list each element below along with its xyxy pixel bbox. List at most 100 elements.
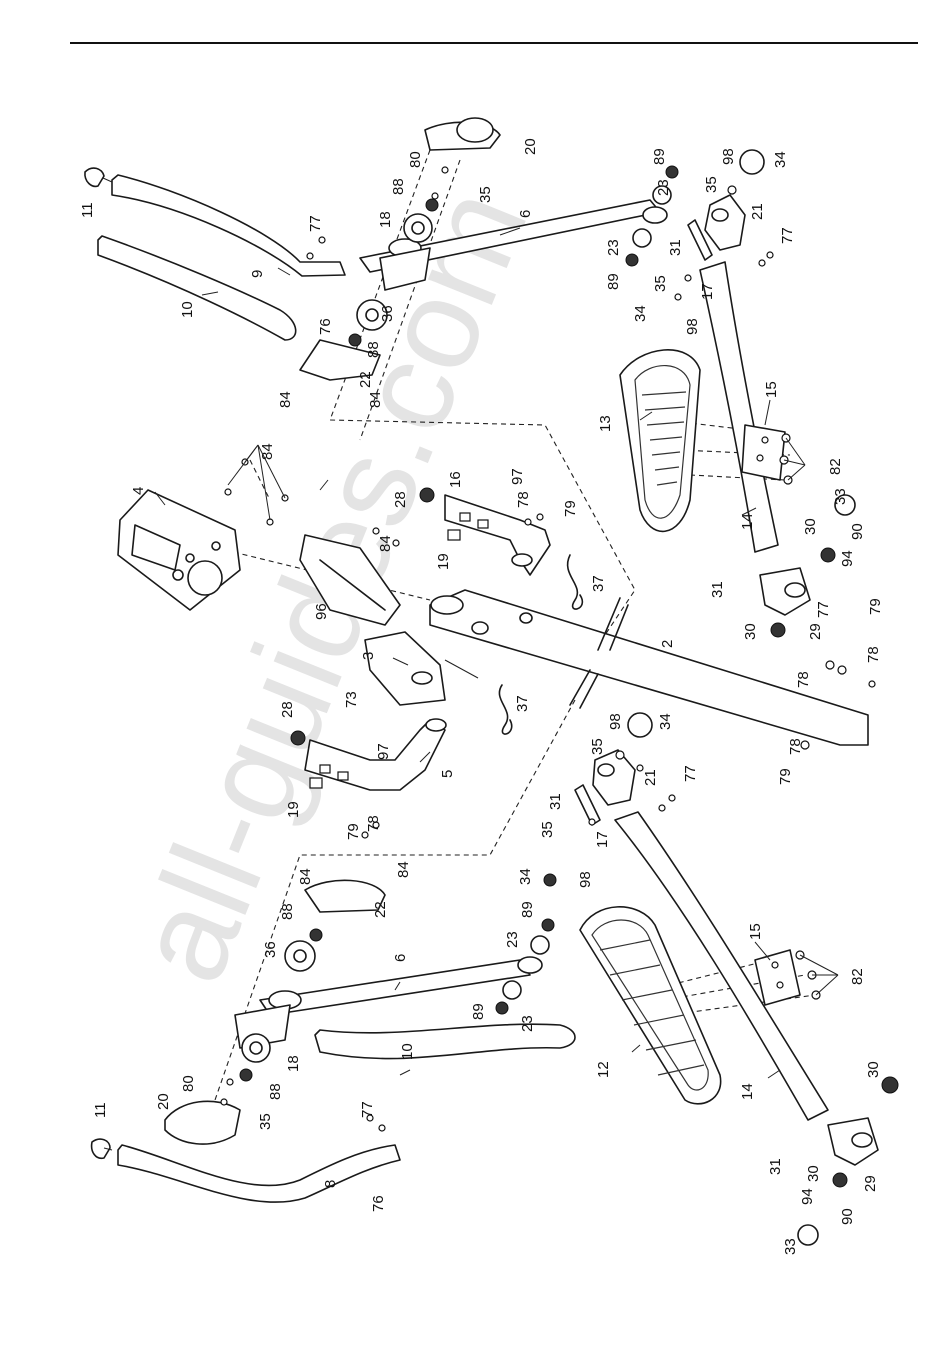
label-88-b: 88 xyxy=(365,341,382,358)
label-30-a: 30 xyxy=(802,518,819,535)
label-89-d: 89 xyxy=(470,1003,487,1020)
label-8: 8 xyxy=(322,1180,339,1188)
label-78-e: 78 xyxy=(365,815,382,832)
label-6-top: 6 xyxy=(517,210,534,218)
label-76-bottom: 76 xyxy=(370,1195,387,1212)
label-16: 16 xyxy=(447,471,464,488)
label-18-top: 18 xyxy=(377,211,394,228)
label-10-bottom: 10 xyxy=(399,1043,416,1060)
label-77-b: 77 xyxy=(779,227,796,244)
label-23-a: 23 xyxy=(655,179,672,196)
upper-brackets xyxy=(741,424,856,638)
lower-pedal-arm xyxy=(543,712,829,1121)
label-35-c: 35 xyxy=(652,275,669,292)
label-17-top: 17 xyxy=(699,283,716,300)
label-35-e: 35 xyxy=(539,821,556,838)
label-37-bottom: 37 xyxy=(514,695,531,712)
label-35-a: 35 xyxy=(477,186,494,203)
label-98-b: 98 xyxy=(684,318,701,335)
label-35-f: 35 xyxy=(257,1113,274,1130)
end-cap-28-top xyxy=(419,487,435,503)
main-frame xyxy=(429,589,869,746)
label-84-d: 84 xyxy=(377,535,394,552)
label-28-top: 28 xyxy=(392,491,409,508)
wire-harness xyxy=(498,554,584,735)
label-88-d: 88 xyxy=(267,1083,284,1100)
label-22-bottom: 22 xyxy=(372,901,389,918)
label-96: 96 xyxy=(313,603,330,620)
label-84-a: 84 xyxy=(277,391,294,408)
label-31-a: 31 xyxy=(667,239,684,256)
label-2: 2 xyxy=(659,640,676,648)
upper-pedal-arm xyxy=(687,149,779,553)
label-33-top: 33 xyxy=(832,488,849,505)
label-31-c: 31 xyxy=(547,793,564,810)
label-76-top: 76 xyxy=(317,318,334,335)
label-34-d: 34 xyxy=(517,868,534,885)
fasteners xyxy=(220,166,876,1132)
label-82-top: 82 xyxy=(827,458,844,475)
console xyxy=(117,489,241,611)
label-23-d: 23 xyxy=(519,1015,536,1032)
label-77-e: 77 xyxy=(359,1101,376,1118)
label-79-a: 79 xyxy=(562,500,579,517)
label-94-top: 94 xyxy=(839,550,856,567)
label-19-bottom: 19 xyxy=(285,801,302,818)
lower-arm-assembly xyxy=(90,879,576,1203)
label-21-bottom: 21 xyxy=(642,769,659,786)
label-78-b: 78 xyxy=(865,646,882,663)
label-34-a: 34 xyxy=(772,151,789,168)
label-34-b: 34 xyxy=(632,305,649,322)
label-21-top: 21 xyxy=(749,203,766,220)
label-14-bottom: 14 xyxy=(739,1083,756,1100)
label-13: 13 xyxy=(597,415,614,432)
label-90-top: 90 xyxy=(849,523,866,540)
label-30-c: 30 xyxy=(865,1061,882,1078)
label-79-d: 79 xyxy=(345,823,362,840)
label-30-b: 30 xyxy=(742,623,759,640)
label-78-d: 78 xyxy=(787,738,804,755)
console-mount xyxy=(299,534,446,706)
label-79-b: 79 xyxy=(867,598,884,615)
label-77-d: 77 xyxy=(682,765,699,782)
label-11-top: 11 xyxy=(79,202,96,218)
label-10-top: 10 xyxy=(179,301,196,318)
label-15-top: 15 xyxy=(763,381,780,398)
label-14-top: 14 xyxy=(739,513,756,530)
label-84-f: 84 xyxy=(395,861,412,878)
label-80-top: 80 xyxy=(407,151,424,168)
label-35-b: 35 xyxy=(703,176,720,193)
label-31-d: 31 xyxy=(767,1158,784,1175)
label-36-bottom: 36 xyxy=(262,941,279,958)
label-97-bottom: 97 xyxy=(375,743,392,760)
label-23-c: 23 xyxy=(504,931,521,948)
label-28-bottom: 28 xyxy=(279,701,296,718)
label-98-d: 98 xyxy=(577,871,594,888)
label-89-c: 89 xyxy=(519,901,536,918)
label-19-top: 19 xyxy=(435,553,452,570)
label-34-c: 34 xyxy=(657,713,674,730)
label-15-bottom: 15 xyxy=(747,923,764,940)
label-18-bottom: 18 xyxy=(285,1055,302,1072)
label-36-top: 36 xyxy=(379,305,396,322)
label-30-d: 30 xyxy=(805,1165,822,1182)
label-35-d: 35 xyxy=(589,738,606,755)
label-20-bottom: 20 xyxy=(155,1093,172,1110)
label-9: 9 xyxy=(249,270,266,278)
label-22-top: 22 xyxy=(357,371,374,388)
label-77-c: 77 xyxy=(815,601,832,618)
label-84-e: 84 xyxy=(297,868,314,885)
label-84-c: 84 xyxy=(259,443,276,460)
label-88-c: 88 xyxy=(279,903,296,920)
label-37-top: 37 xyxy=(590,575,607,592)
label-94-bottom: 94 xyxy=(799,1188,816,1205)
lower-brackets xyxy=(754,949,899,1246)
label-97-top: 97 xyxy=(509,468,526,485)
leader-lines xyxy=(102,177,839,1151)
label-31-b: 31 xyxy=(709,581,726,598)
label-5: 5 xyxy=(439,770,456,778)
label-4: 4 xyxy=(130,487,147,495)
label-29-top: 29 xyxy=(807,623,824,640)
label-20-top: 20 xyxy=(522,138,539,155)
